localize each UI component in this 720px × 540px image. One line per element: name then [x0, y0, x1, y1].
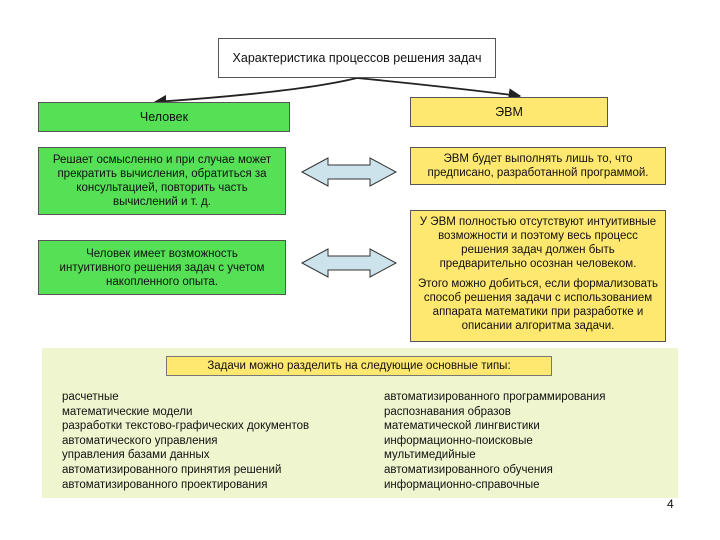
ebm-description-2: У ЭВМ полностью отсутствуют интуитивные …	[410, 210, 666, 342]
list-item: автоматизированного принятия решений	[62, 463, 282, 476]
list-item: автоматического управления	[62, 434, 218, 447]
ebm-description-2b-text: Этого можно добиться, если формализовать…	[418, 278, 658, 332]
list-item: математической лингвистики	[384, 420, 540, 433]
ebm-description-2a-text: У ЭВМ полностью отсутствуют интуитивные …	[419, 216, 657, 270]
list-item: математические модели	[62, 405, 193, 418]
double-arrow-2	[300, 248, 398, 278]
ebm-description-1-text: ЭВМ будет выполнять лишь то, что предпис…	[427, 153, 649, 179]
task-types-left-list: расчетные математические модели разработ…	[62, 390, 309, 492]
connector-to-ebm	[356, 77, 522, 101]
list-item: автоматизированного проектирования	[62, 478, 268, 491]
ebm-label: ЭВМ	[495, 105, 523, 119]
list-item: мультимедийные	[384, 449, 476, 462]
list-item: расчетные	[62, 391, 119, 403]
human-description-2: Человек имеет возможность интуитивного р…	[38, 240, 286, 295]
task-types-title-text: Задачи можно разделить на следующие осно…	[207, 360, 511, 372]
diagram-title-text: Характеристика процессов решения задач	[232, 50, 482, 65]
task-types-right-list: автоматизированного программирования рас…	[384, 390, 605, 492]
diagram-title: Характеристика процессов решения задач	[218, 38, 496, 78]
connector-to-human	[153, 77, 358, 108]
list-item: разработки текстово-графических документ…	[62, 420, 310, 433]
list-item: информационно-справочные	[384, 478, 540, 491]
human-header-box: Человек	[38, 102, 290, 132]
list-item: информационно-поисковые	[384, 434, 533, 447]
list-item: управления базами данных	[62, 449, 210, 462]
task-types-title: Задачи можно разделить на следующие осно…	[166, 356, 552, 376]
human-description-1-text: Решает осмысленно и при случае может пре…	[52, 154, 272, 208]
ebm-header-box: ЭВМ	[410, 97, 608, 127]
double-arrow-1	[300, 157, 398, 187]
human-description-1: Решает осмысленно и при случае может пре…	[38, 147, 286, 215]
human-description-2-text: Человек имеет возможность интуитивного р…	[59, 247, 265, 288]
list-item: автоматизированного обучения	[384, 463, 553, 476]
page-number: 4	[667, 497, 674, 511]
human-label: Человек	[139, 110, 189, 124]
list-item: распознавания образов	[384, 405, 511, 418]
list-item: автоматизированного программирования	[384, 391, 606, 403]
ebm-description-1: ЭВМ будет выполнять лишь то, что предпис…	[410, 147, 666, 185]
